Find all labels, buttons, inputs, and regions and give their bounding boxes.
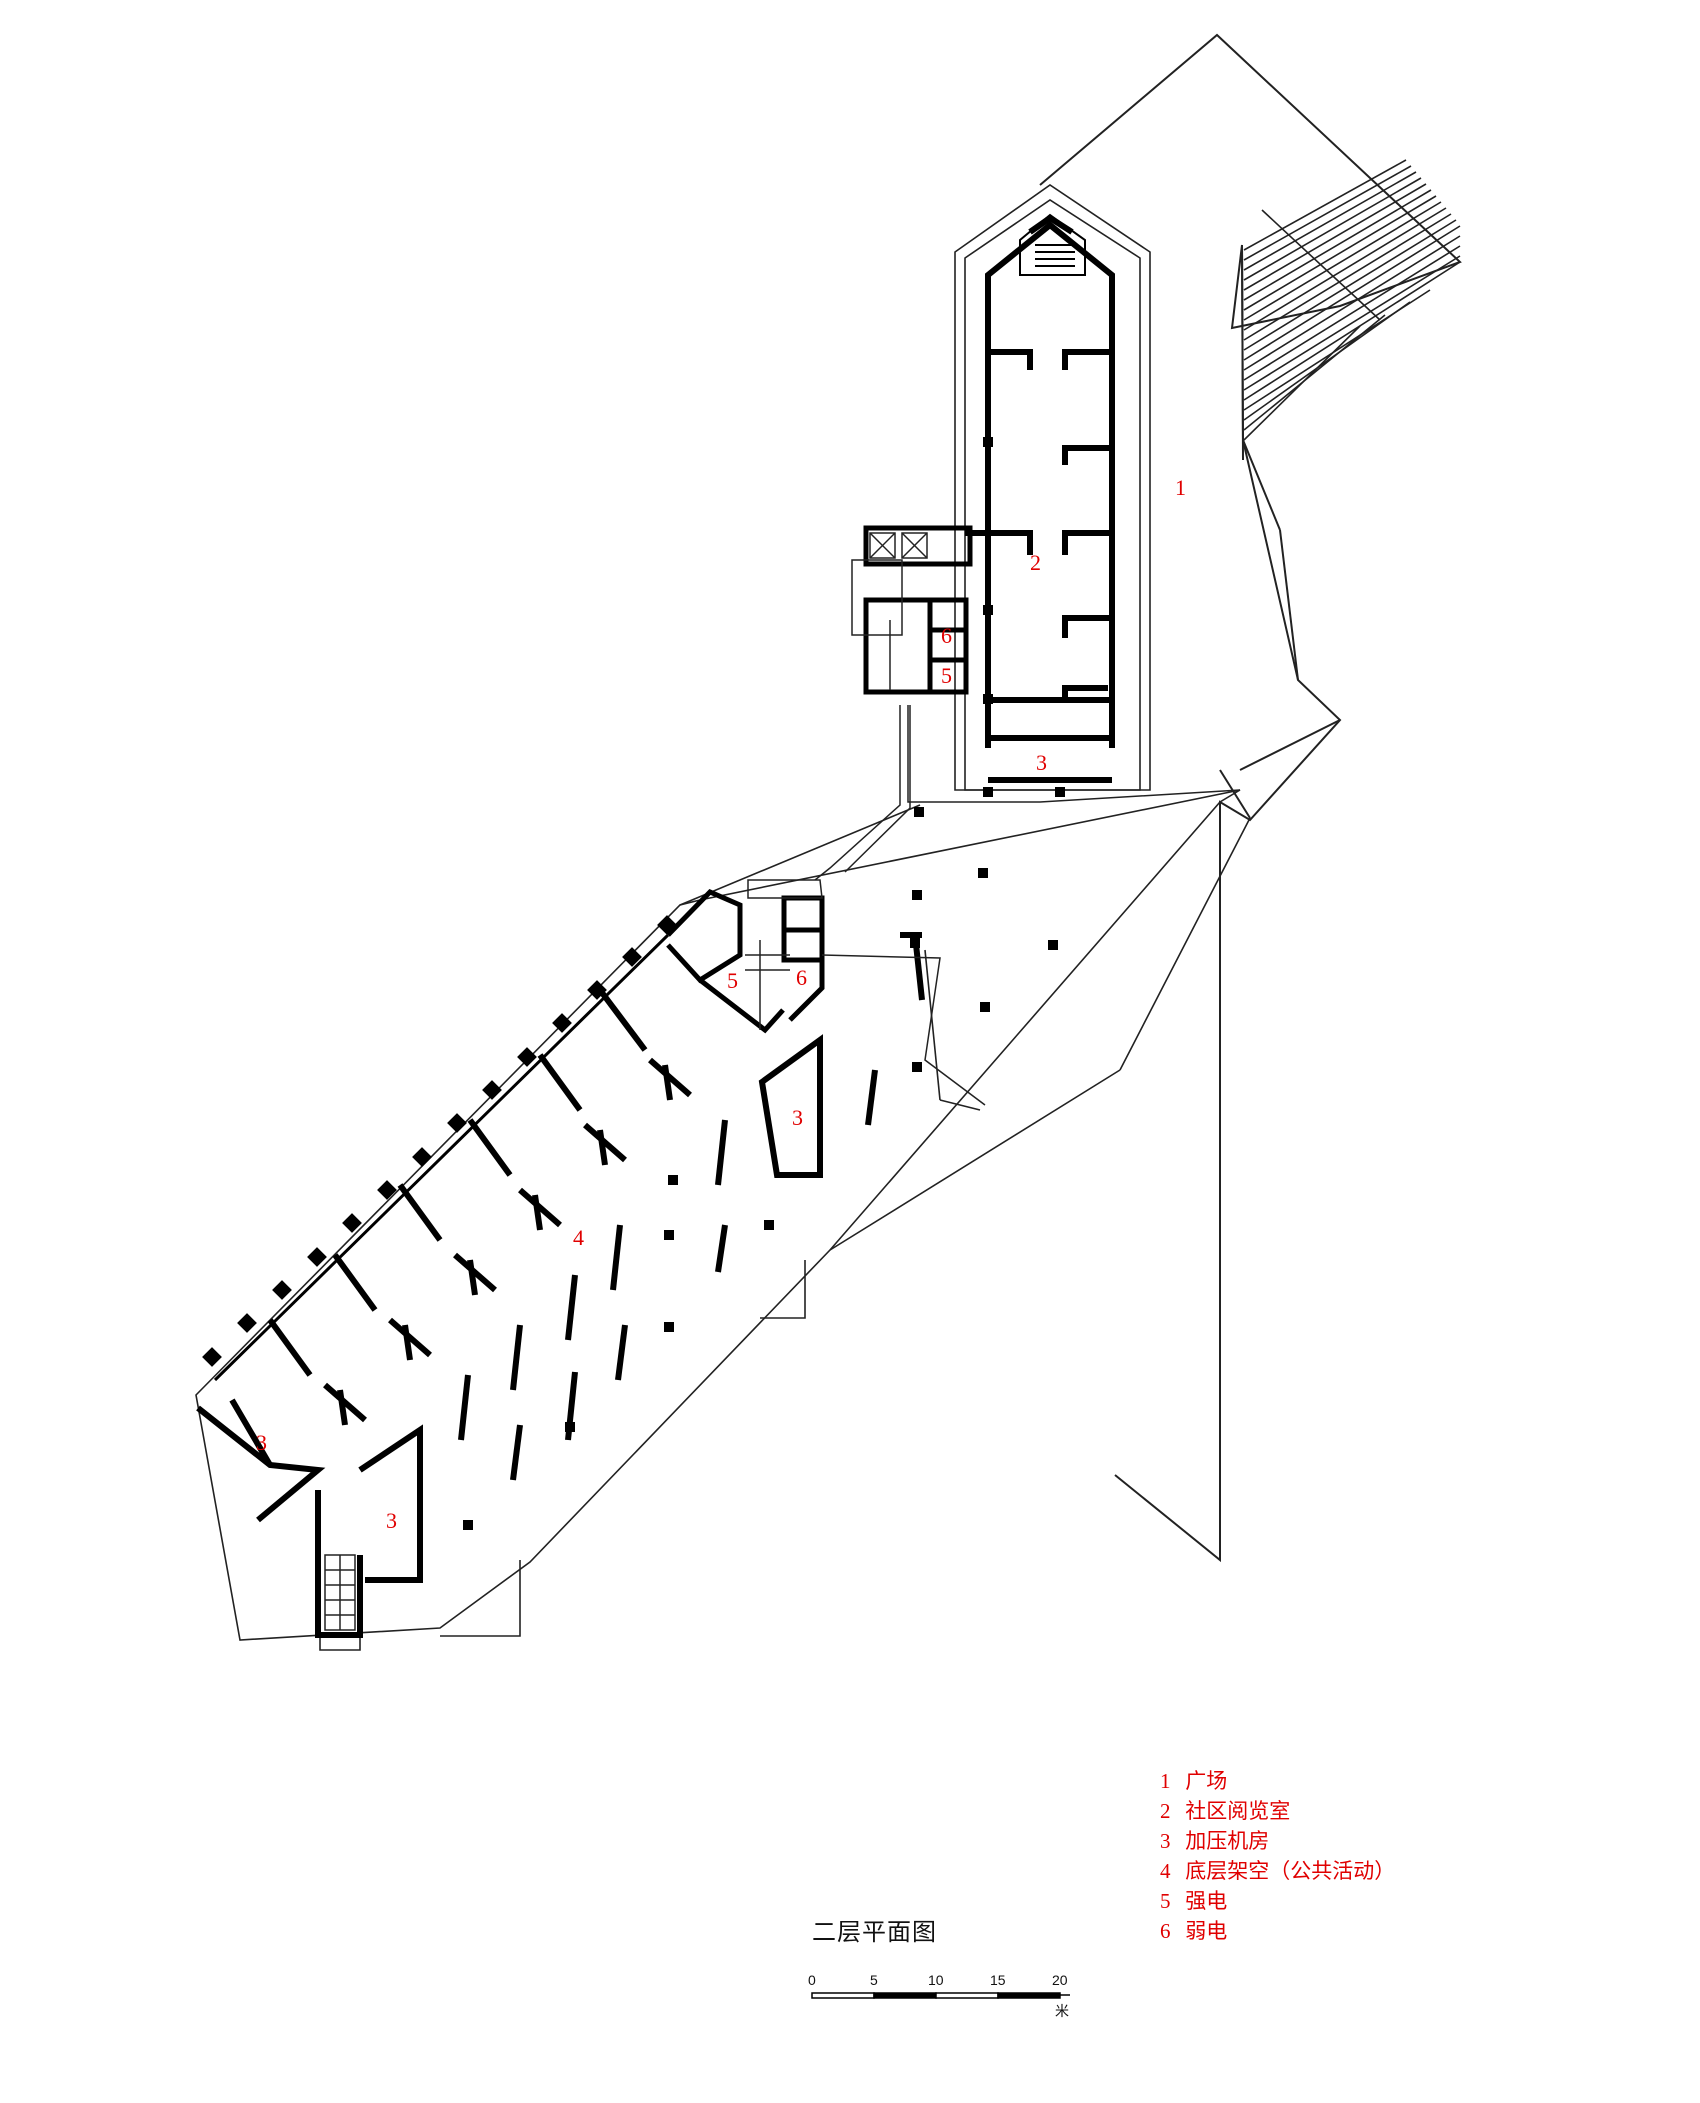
legend-label: 强电 [1185, 1889, 1228, 1913]
main-wing-columns [463, 807, 1058, 1530]
south-west-rooms [196, 1398, 423, 1638]
legend-item-5: 5 强电 [1160, 1886, 1520, 1916]
room-number-pressurization-sw-1: 3 [256, 1430, 267, 1455]
room-number-plaza: 1 [1175, 475, 1186, 500]
legend-num: 4 [1160, 1859, 1171, 1883]
scale-tick-5: 5 [870, 1972, 878, 1988]
room-number-pressurization-sw-2: 3 [386, 1508, 397, 1533]
north-stair [1019, 213, 1086, 276]
legend-num: 3 [1160, 1829, 1171, 1853]
legend-num: 5 [1160, 1889, 1171, 1913]
room-number-weak-current-north: 6 [941, 623, 952, 648]
plan-title: 二层平面图 [812, 1918, 937, 1946]
legend-item-6: 6 弱电 [1160, 1916, 1520, 1946]
legend-label: 广场 [1185, 1769, 1228, 1793]
room-number-power-middle: 5 [727, 968, 738, 993]
middle-service-core-thin [745, 879, 986, 1106]
scale-unit: 米 [1055, 2003, 1069, 2019]
south-west-stair [324, 1554, 356, 1631]
plaza-stair-hatching [1243, 159, 1461, 441]
room-number-weak-current-middle: 6 [796, 965, 807, 990]
room-number-open-ground: 4 [573, 1225, 584, 1250]
main-wing-walls [267, 932, 925, 1481]
middle-service-core [666, 889, 825, 1034]
room-3-center [758, 1034, 823, 1178]
room-number-pressurization-north: 3 [1036, 750, 1047, 775]
legend-item-2: 2 社区阅览室 [1160, 1796, 1520, 1826]
facade-inner-line [213, 933, 670, 1382]
scale-bar: 0 5 10 15 20 米 [808, 1972, 1070, 2019]
legend: 1 广场 2 社区阅览室 3 加压机房 4 底层架空（公共活动） 5 强电 6 … [1160, 1766, 1520, 1946]
north-service-core-thin [814, 532, 1241, 881]
legend-item-1: 1 广场 [1160, 1766, 1520, 1796]
scale-tick-20: 20 [1052, 1972, 1068, 1988]
room-number-pressurization-center: 3 [792, 1105, 803, 1130]
legend-label: 加压机房 [1185, 1829, 1270, 1853]
legend-num: 6 [1160, 1919, 1171, 1943]
legend-item-4: 4 底层架空（公共活动） [1160, 1856, 1520, 1886]
legend-item-3: 3 加压机房 [1160, 1826, 1520, 1856]
scale-tick-10: 10 [928, 1972, 944, 1988]
room-number-reading-room: 2 [1030, 550, 1041, 575]
scale-tick-0: 0 [808, 1972, 816, 1988]
room-numbers: 1 2 3 3 4 3 3 5 6 5 6 [256, 475, 1186, 1533]
legend-label: 社区阅览室 [1185, 1799, 1291, 1823]
legend-label: 底层架空（公共活动） [1185, 1859, 1396, 1883]
room-number-power-north: 5 [941, 663, 952, 688]
scale-tick-15: 15 [990, 1972, 1006, 1988]
legend-label: 弱电 [1185, 1919, 1228, 1943]
north-wing-outline [954, 184, 1151, 791]
north-wing-columns [983, 437, 1065, 797]
north-service-core [863, 525, 973, 695]
legend-num: 1 [1160, 1769, 1171, 1793]
legend-num: 2 [1160, 1799, 1171, 1823]
